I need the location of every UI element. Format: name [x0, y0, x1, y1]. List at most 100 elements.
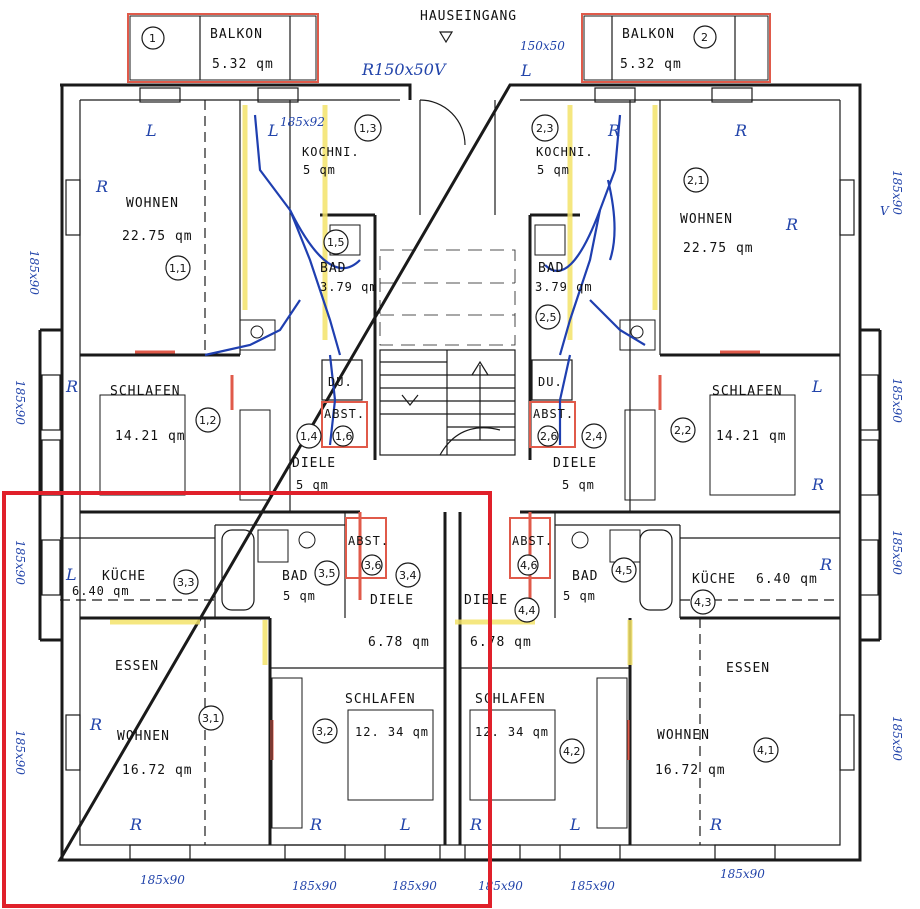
mark-r-3: R: [95, 177, 108, 196]
room-diele-1-number: 1,4: [300, 430, 318, 443]
yellow-markers: [110, 105, 658, 665]
room-schlafen-3: SCHLAFEN 12. 34 qm 3,2: [312, 692, 428, 744]
room-schlafen-2-area: 14.21 qm: [716, 429, 787, 444]
room-bad-1-area: 3.79 qm: [320, 280, 378, 294]
room-bad-3-name: BAD: [282, 569, 308, 584]
room-abst-2: ABST. 2,6: [533, 407, 573, 447]
outer-walls: [38, 83, 882, 862]
side-note-right-3: 185x90: [890, 530, 904, 575]
room-essen-4: ESSEN: [726, 661, 769, 676]
room-diele-4: DIELE 6.78 qm 4,4: [464, 593, 540, 650]
room-diele-1-name: DIELE: [292, 456, 336, 471]
mark-l-5: L: [65, 565, 77, 584]
room-kochni-2: 2,3 KOCHNI. 5 qm: [531, 114, 594, 177]
note-150x50: 150x50: [520, 39, 565, 53]
room-bad-2-name: BAD: [538, 261, 564, 276]
side-note-right-1: 185x90: [890, 170, 904, 215]
room-bad-1-number: 1,5: [327, 236, 345, 249]
room-du-2-name: DU.: [538, 375, 563, 389]
bottom-notes: 185x90 185x90 185x90 185x90 185x90 185x9…: [140, 867, 765, 893]
room-du-2: DU.: [538, 375, 563, 389]
mark-r-1: R: [607, 121, 620, 140]
balcony-2-number: 2: [701, 31, 708, 44]
note-185x92: 185x92: [280, 115, 325, 129]
room-du-1: DU.: [328, 375, 352, 389]
balcony-2: 2 BALKON 5.32 qm: [581, 13, 771, 83]
room-bad-4-number: 4,5: [615, 564, 633, 577]
room-abst-2-number: 2,6: [540, 430, 558, 443]
side-notes: 185x90 185x90 185x90 185x90 185x90 185x9…: [13, 170, 904, 775]
side-note-left-4: 185x90: [13, 730, 27, 775]
bottom-note-1: 185x90: [140, 873, 185, 887]
room-schlafen-3-number: 3,2: [316, 725, 334, 738]
room-wohnen-3: WOHNEN 16.72 qm 3,1: [117, 705, 224, 778]
mark-r-8: R: [309, 815, 322, 834]
mark-r-2: R: [734, 121, 747, 140]
room-kochni-2-name: KOCHNI.: [536, 145, 594, 159]
mark-r-4: R: [785, 215, 798, 234]
room-wohnen-2-area: 22.75 qm: [683, 241, 754, 256]
room-schlafen-1-name: SCHLAFEN: [110, 384, 181, 399]
room-wohnen-2-name: WOHNEN: [680, 212, 733, 227]
room-diele-2: 2,4 DIELE 5 qm: [553, 423, 607, 492]
handwritten-marks: L L 185x92 L R R R R R L L R R R L R L R…: [65, 61, 890, 834]
room-wohnen-2: 2,1 WOHNEN 22.75 qm: [680, 167, 754, 256]
room-schlafen-2-name: SCHLAFEN: [712, 384, 783, 399]
room-schlafen-4-name: SCHLAFEN: [475, 692, 546, 707]
room-bad-2-number: 2,5: [539, 311, 557, 324]
room-kueche-3: KÜCHE 6.40 qm 3,3: [72, 567, 199, 598]
room-bad-3-number: 3,5: [318, 567, 336, 580]
room-kueche-4-name: KÜCHE: [692, 570, 736, 587]
room-abst-1-number: 1,6: [335, 430, 353, 443]
room-bad-3-area: 5 qm: [283, 589, 316, 603]
mark-r-7: R: [129, 815, 142, 834]
mark-l-7: L: [569, 815, 581, 834]
room-schlafen-3-name: SCHLAFEN: [345, 692, 416, 707]
interior-walls: [80, 100, 840, 845]
mark-r-12: R: [819, 555, 832, 574]
staircase: [379, 249, 516, 456]
balcony-1: 1 BALKON 5.32 qm: [127, 13, 319, 83]
room-kochni-1: 1,3 KOCHNI. 5 qm: [302, 114, 382, 177]
room-essen-3-name: ESSEN: [115, 659, 159, 674]
entrance-label: HAUSEINGANG: [420, 9, 517, 24]
room-wohnen-3-name: WOHNEN: [117, 729, 170, 744]
room-schlafen-1-area: 14.21 qm: [115, 429, 186, 444]
room-diele-4-number: 4,4: [518, 604, 536, 617]
room-schlafen-4-area: 12. 34 qm: [475, 725, 549, 739]
room-wohnen-1-name: WOHNEN: [126, 196, 179, 211]
room-diele-2-area: 5 qm: [562, 478, 595, 492]
highlight-box: [2, 491, 492, 908]
room-bad-1-name: BAD: [320, 261, 346, 276]
room-wohnen-2-number: 2,1: [687, 174, 705, 187]
room-essen-3: ESSEN: [115, 659, 159, 674]
mark-r-9: R: [469, 815, 482, 834]
side-note-left-3: 185x90: [13, 540, 27, 585]
room-wohnen-3-area: 16.72 qm: [122, 763, 193, 778]
room-diele-1: 1,4 DIELE 5 qm: [292, 423, 336, 492]
balcony-2-area: 5.32 qm: [620, 57, 682, 72]
side-note-left-1: 185x90: [27, 250, 41, 295]
balcony-1-area: 5.32 qm: [212, 57, 274, 72]
room-diele-3-name: DIELE: [370, 593, 414, 608]
mark-v-1: V: [880, 204, 890, 218]
entrance-arrow-icon: [438, 31, 454, 44]
room-diele-2-number: 2,4: [585, 430, 603, 443]
room-diele-4-area: 6.78 qm: [470, 635, 532, 650]
bottom-note-5: 185x90: [570, 879, 615, 893]
room-kochni-1-area: 5 qm: [303, 163, 336, 177]
room-diele-3-area: 6.78 qm: [368, 635, 430, 650]
balcony-2-label: BALKON: [622, 27, 675, 42]
room-wohnen-4-area: 16.72 qm: [655, 763, 726, 778]
room-schlafen-1: SCHLAFEN 14.21 qm 1,2: [110, 384, 221, 444]
room-diele-3-number: 3,4: [399, 569, 417, 582]
room-schlafen-4: SCHLAFEN 12. 34 qm 4,2: [475, 692, 585, 764]
room-kochni-2-area: 5 qm: [537, 163, 570, 177]
room-kueche-3-area: 6.40 qm: [72, 584, 130, 598]
bottom-note-4: 185x90: [478, 879, 523, 893]
balcony-1-number: 1: [149, 32, 156, 45]
bottom-note-6: 185x90: [720, 867, 765, 881]
room-bad-4-area: 5 qm: [563, 589, 596, 603]
room-wohnen-4-name: WOHNEN: [657, 728, 710, 743]
room-bad-4-name: BAD: [572, 569, 598, 584]
